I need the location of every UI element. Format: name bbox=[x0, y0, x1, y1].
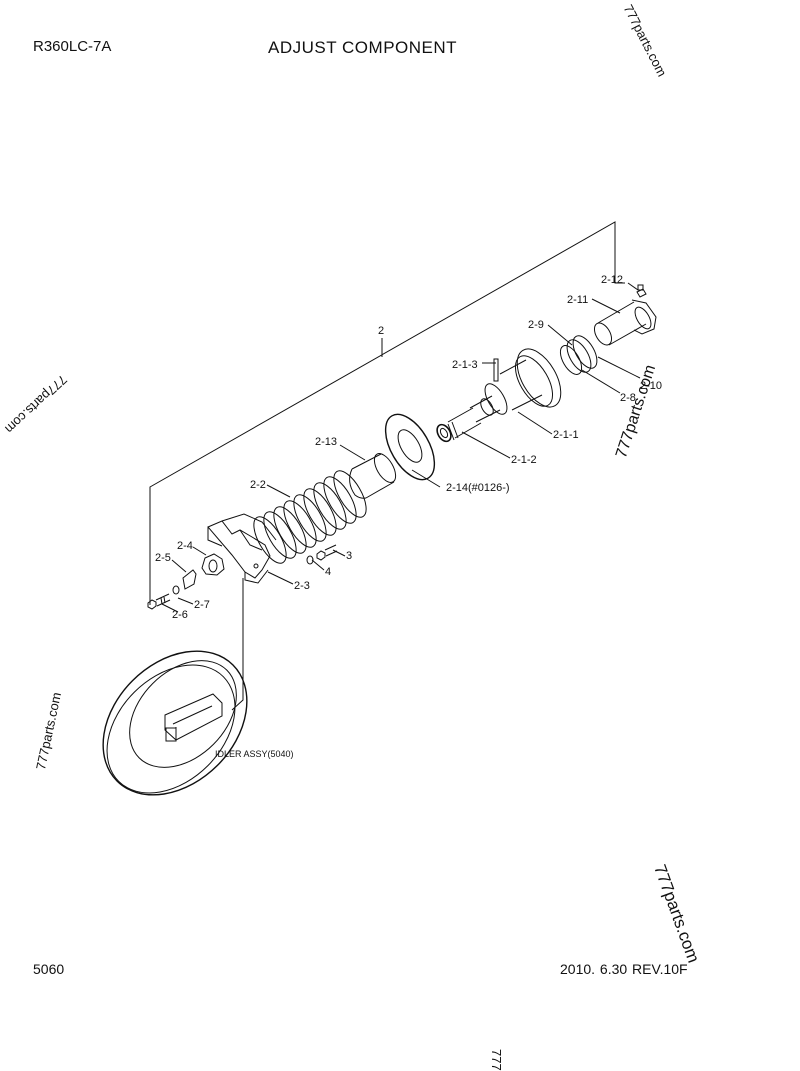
page-number: 5060 bbox=[33, 961, 65, 977]
callout-2-4: 2-4 bbox=[177, 540, 193, 552]
callout-2-7: 2-7 bbox=[194, 599, 210, 611]
callout-2-12: 2-12 bbox=[601, 274, 623, 286]
grease-fitting-part bbox=[636, 284, 647, 298]
callout-2-1-3: 2-1-3 bbox=[452, 359, 478, 371]
model-label: R360LC-7A bbox=[33, 38, 112, 55]
seal-rings-part bbox=[559, 335, 598, 375]
callout-2-13: 2-13 bbox=[315, 436, 337, 448]
callout-2: 2 bbox=[378, 325, 384, 337]
bushing-part bbox=[349, 453, 397, 499]
bolt-part bbox=[316, 544, 338, 561]
clip-part bbox=[182, 569, 197, 590]
revision-date: 2010. 6.30 REV.10F bbox=[560, 961, 688, 977]
washer-part bbox=[384, 413, 436, 481]
spring-part bbox=[253, 470, 367, 564]
group-bracket bbox=[149, 221, 625, 711]
callout-idler-assy: IDLER ASSY(5040) bbox=[215, 749, 294, 759]
piston-rod-part bbox=[436, 348, 562, 443]
callout-2-9: 2-9 bbox=[528, 319, 544, 331]
bolt-part bbox=[147, 593, 171, 610]
callout-2-10: 2-10 bbox=[640, 380, 662, 392]
cylinder-part bbox=[593, 299, 657, 346]
small-washer-part bbox=[172, 585, 180, 595]
callout-2-2: 2-2 bbox=[250, 479, 266, 491]
callout-2-5: 2-5 bbox=[155, 552, 171, 564]
small-washer-part bbox=[306, 555, 314, 565]
pin-part bbox=[493, 358, 499, 382]
idler-wheel-part bbox=[102, 650, 248, 796]
callout-2-8: 2-8 bbox=[620, 392, 636, 404]
callout-2-1-1: 2-1-1 bbox=[553, 429, 579, 441]
callout-3: 3 bbox=[346, 550, 352, 562]
nut-part bbox=[201, 553, 225, 576]
callout-labels: 2 2-12 2-11 2-9 2-1-3 2-10 2-8 2-1-1 2-1… bbox=[155, 274, 662, 759]
callout-4: 4 bbox=[325, 566, 331, 578]
watermark-text: 777 bbox=[489, 1049, 504, 1071]
callout-2-6: 2-6 bbox=[172, 609, 188, 621]
callout-2-3: 2-3 bbox=[294, 580, 310, 592]
page-title: ADJUST COMPONENT bbox=[268, 38, 458, 57]
callout-2-1-2: 2-1-2 bbox=[511, 454, 537, 466]
callout-2-11: 2-11 bbox=[567, 294, 588, 306]
yoke-part bbox=[207, 513, 277, 584]
leader-lines bbox=[161, 282, 641, 613]
callout-2-14: 2-14(#0126-) bbox=[446, 482, 510, 494]
